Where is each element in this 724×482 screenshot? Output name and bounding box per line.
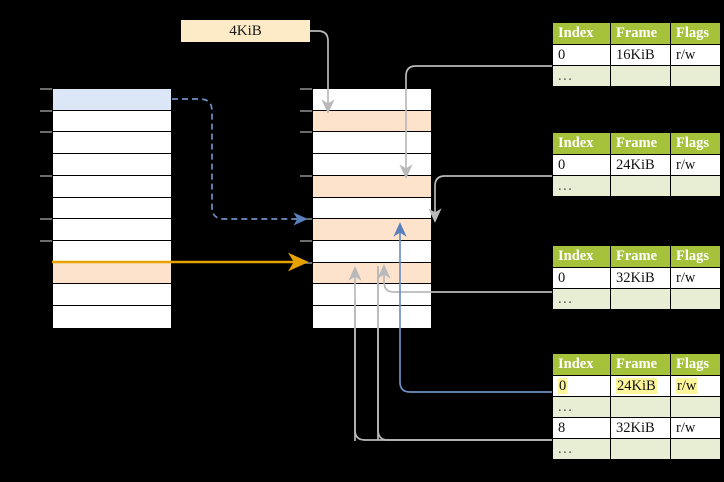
table-row[interactable]: 0 24KiB r/w [552, 375, 721, 397]
virtual-memory-cell[interactable] [53, 262, 171, 285]
cell-index: 8 [552, 417, 611, 439]
cell-flags: r/w [670, 154, 721, 176]
physical-memory-cell[interactable] [313, 284, 431, 307]
cell-frame [610, 396, 671, 418]
header-frame: Frame [610, 353, 671, 376]
cell-flags: r/w [670, 44, 721, 66]
virtual-memory-cell[interactable] [53, 132, 171, 155]
table-header-row: Index Frame Flags [552, 245, 721, 268]
cell-frame: 24KiB [610, 154, 671, 176]
page-table-4: Index Frame Flags 0 24KiB r/w ... 8 32Ki… [552, 353, 721, 460]
cell-flags [670, 288, 721, 310]
virtual-memory-cell[interactable] [53, 175, 171, 198]
page-table-3: Index Frame Flags 0 32KiB r/w ... [552, 245, 721, 310]
header-flags: Flags [670, 132, 721, 155]
table-row-ellipsis: ... [552, 396, 721, 418]
virtual-memory-cell[interactable] [53, 241, 171, 263]
virtual-memory-cell[interactable] [53, 110, 171, 133]
virtual-address-space-column [52, 88, 172, 329]
physical-memory-cell[interactable] [313, 132, 431, 155]
virtual-memory-cell[interactable] [53, 197, 171, 220]
header-frame: Frame [610, 245, 671, 268]
cell-index: ... [552, 288, 611, 310]
physical-memory-column [312, 88, 432, 329]
table-row[interactable]: 0 32KiB r/w [552, 267, 721, 289]
cell-index: 0 [552, 154, 611, 176]
virtual-column-ticks [40, 88, 52, 242]
table-row-ellipsis: ... [552, 65, 721, 87]
table-row[interactable]: 8 32KiB r/w [552, 417, 721, 439]
header-frame: Frame [610, 22, 671, 45]
virtual-memory-cell[interactable] [53, 89, 171, 111]
header-frame: Frame [610, 132, 671, 155]
cell-index: ... [552, 65, 611, 87]
header-flags: Flags [670, 353, 721, 376]
physical-memory-cell[interactable] [313, 154, 431, 176]
table-row-ellipsis: ... [552, 288, 721, 310]
physical-column-ticks [300, 88, 312, 264]
physical-memory-cell[interactable] [313, 89, 431, 111]
table-row[interactable]: 0 16KiB r/w [552, 44, 721, 66]
physical-memory-cell[interactable] [313, 219, 431, 242]
cell-index: ... [552, 438, 611, 460]
cell-index: 0 [552, 44, 611, 66]
table-header-row: Index Frame Flags [552, 132, 721, 155]
cell-flags: r/w [670, 375, 721, 397]
page-table-2: Index Frame Flags 0 24KiB r/w ... [552, 132, 721, 197]
cell-frame: 32KiB [610, 267, 671, 289]
header-index: Index [552, 132, 611, 155]
header-index: Index [552, 245, 611, 268]
cell-flags: r/w [670, 267, 721, 289]
virtual-memory-cell[interactable] [53, 306, 171, 328]
virtual-memory-cell[interactable] [53, 154, 171, 176]
virtual-memory-cell[interactable] [53, 284, 171, 307]
table-row[interactable]: 0 24KiB r/w [552, 154, 721, 176]
cell-flags [670, 175, 721, 197]
virtual-memory-cell[interactable] [53, 219, 171, 242]
page-size-tag: 4KiB [181, 20, 310, 42]
table2-to-physical-connector [428, 175, 552, 223]
cell-frame: 16KiB [610, 44, 671, 66]
cell-flags [670, 438, 721, 460]
table-header-row: Index Frame Flags [552, 353, 721, 376]
table-row-ellipsis: ... [552, 175, 721, 197]
cell-frame [610, 65, 671, 87]
physical-memory-cell[interactable] [313, 175, 431, 198]
header-index: Index [552, 22, 611, 45]
cell-frame [610, 175, 671, 197]
page-table-1: Index Frame Flags 0 16KiB r/w ... [552, 22, 721, 87]
cell-flags [670, 65, 721, 87]
physical-memory-cell[interactable] [313, 306, 431, 328]
header-flags: Flags [670, 245, 721, 268]
cell-index: ... [552, 175, 611, 197]
cell-index: 0 [552, 375, 611, 397]
table-header-row: Index Frame Flags [552, 22, 721, 45]
physical-memory-cell[interactable] [313, 241, 431, 263]
table-row-ellipsis: ... [552, 438, 721, 460]
cell-index: ... [552, 396, 611, 418]
cell-frame: 24KiB [610, 375, 671, 397]
cell-frame [610, 288, 671, 310]
header-flags: Flags [670, 22, 721, 45]
physical-memory-cell[interactable] [313, 262, 431, 285]
physical-memory-cell[interactable] [313, 197, 431, 220]
physical-memory-cell[interactable] [313, 110, 431, 133]
cell-frame [610, 438, 671, 460]
cell-index: 0 [552, 267, 611, 289]
cell-flags: r/w [670, 417, 721, 439]
cell-frame: 32KiB [610, 417, 671, 439]
header-index: Index [552, 353, 611, 376]
virtual-to-physical-dashed-arrow [172, 98, 308, 226]
cell-flags [670, 396, 721, 418]
